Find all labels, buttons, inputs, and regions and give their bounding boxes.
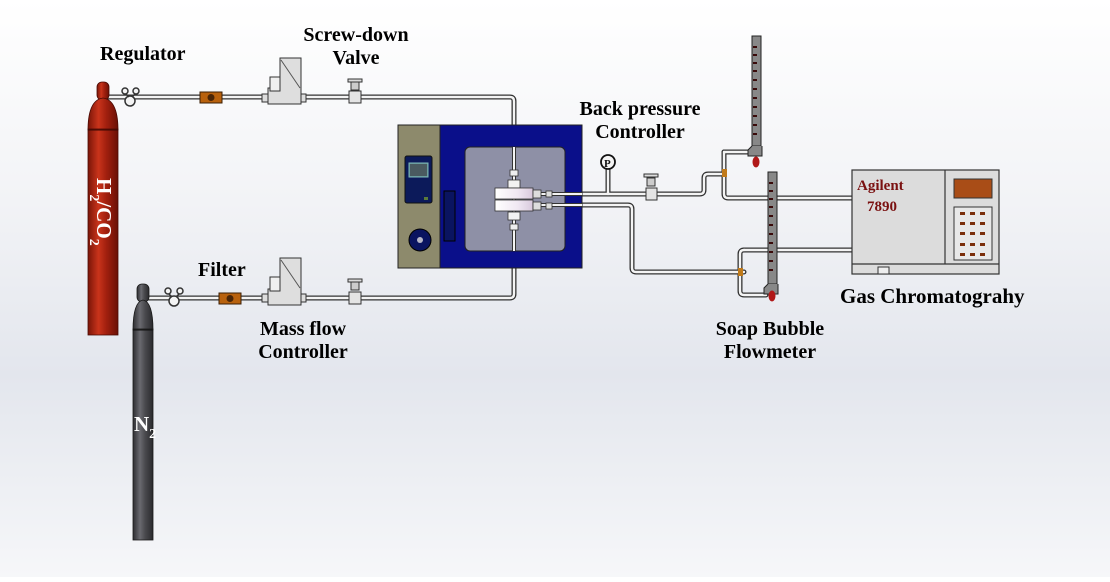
gc-brand: Agilent bbox=[857, 178, 904, 194]
pressure-gauge: P bbox=[600, 154, 616, 170]
screw-down-valve-label-line2: Valve bbox=[332, 47, 380, 69]
soap-bubble-flowmeter-top bbox=[722, 35, 763, 177]
n2-label: N2 bbox=[134, 412, 156, 442]
h2-co2-cylinder: H2/CO2 bbox=[86, 81, 119, 336]
soap-bubble-label-line2: Flowmeter bbox=[723, 341, 817, 363]
regulator-label: Regulator bbox=[100, 43, 186, 65]
oven-door-handle bbox=[443, 190, 456, 242]
filter-label: Filter bbox=[198, 259, 246, 281]
gas-chromatograph: Agilent 7890 bbox=[851, 169, 1000, 275]
screw-down-valve-label: Screw-down Valve bbox=[300, 24, 412, 70]
mass-flow-controller-bottom bbox=[261, 257, 307, 306]
mass-flow-label-line1: Mass flow bbox=[259, 318, 347, 340]
membrane-cell bbox=[494, 169, 553, 231]
regulator-top bbox=[121, 87, 140, 107]
soap-bubble-label-line1: Soap Bubble bbox=[715, 318, 825, 340]
screw-down-valve-label-line1: Screw-down bbox=[303, 24, 409, 46]
h2-co2-label: H2/CO2 bbox=[86, 178, 116, 246]
mass-flow-label-line2: Controller bbox=[258, 341, 348, 363]
filter-top bbox=[199, 91, 223, 104]
svg-text:P: P bbox=[604, 158, 611, 170]
mass-flow-controller-top bbox=[261, 57, 307, 105]
gas-chromatography-label: Gas Chromatograhy bbox=[840, 284, 1025, 308]
soap-bubble-flowmeter-label: Soap Bubble Flowmeter bbox=[700, 318, 840, 364]
oven-controller-display bbox=[404, 155, 433, 204]
screw-down-valve-top bbox=[347, 78, 363, 104]
back-pressure-label-line1: Back pressure bbox=[579, 98, 701, 120]
back-pressure-controller bbox=[643, 173, 659, 201]
n2-cylinder: N2 bbox=[132, 283, 156, 541]
filter-bottom bbox=[218, 292, 242, 305]
soap-bubble-flowmeter-bottom bbox=[738, 171, 779, 302]
gc-keys bbox=[960, 212, 985, 256]
regulator-bottom bbox=[164, 287, 184, 307]
back-pressure-label-line2: Controller bbox=[595, 121, 685, 143]
gc-model: 7890 bbox=[867, 199, 897, 215]
oven bbox=[397, 124, 583, 269]
gc-display bbox=[953, 178, 993, 199]
mass-flow-controller-label: Mass flow Controller bbox=[243, 318, 363, 364]
back-pressure-controller-label: Back pressure Controller bbox=[560, 98, 720, 144]
screw-down-valve-bottom bbox=[347, 278, 363, 305]
tubing bbox=[105, 94, 855, 301]
burette-graduations bbox=[753, 46, 757, 135]
